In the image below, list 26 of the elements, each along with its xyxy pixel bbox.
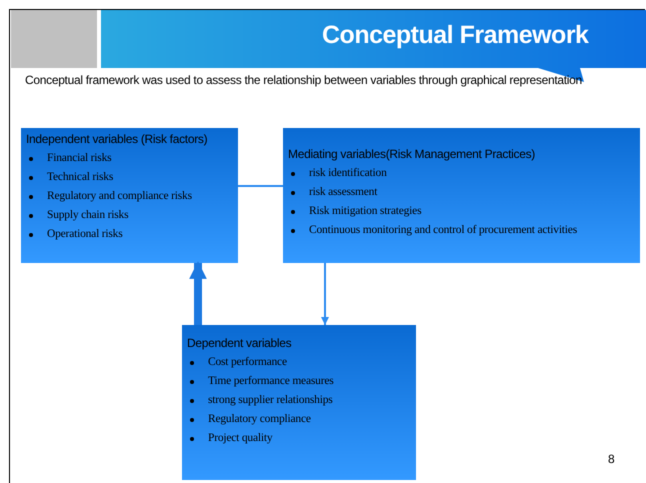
bullet-item: Technical risks bbox=[47, 171, 114, 183]
connector-line bbox=[238, 185, 283, 187]
box-heading: Mediating variables(Risk Management Practices) bbox=[288, 146, 536, 162]
bullet-item: Time performance measures bbox=[208, 375, 334, 387]
bullet-item: Supply chain risks bbox=[47, 209, 128, 221]
bullet-item: risk identification bbox=[309, 167, 387, 179]
bullet-item: Financial risks bbox=[47, 152, 112, 164]
variable-box bbox=[182, 325, 416, 480]
bullet-item: Regulatory compliance bbox=[208, 413, 311, 425]
slide-title: Conceptual Framework bbox=[322, 21, 588, 50]
variable-box bbox=[283, 128, 640, 263]
variable-box bbox=[21, 128, 238, 263]
bullet-item: strong supplier relationships bbox=[208, 394, 333, 406]
bullet-item: Regulatory and compliance risks bbox=[47, 190, 192, 202]
bullet-item: Project quality bbox=[208, 432, 272, 444]
bullet-item: Cost performance bbox=[208, 356, 287, 368]
bullet-item: Continuous monitoring and control of procurement activities bbox=[309, 224, 577, 236]
arrow bbox=[189, 261, 207, 325]
subtitle-text: Conceptual framework was used to assess the relationship between variables through graphical representation bbox=[25, 73, 582, 87]
arrow bbox=[321, 263, 329, 325]
bullet-item: Risk mitigation strategies bbox=[309, 205, 422, 217]
box-heading: Dependent variables bbox=[187, 335, 292, 351]
bullet-item: risk assessment bbox=[309, 186, 378, 198]
box-heading: Independent variables (Risk factors) bbox=[26, 131, 208, 147]
bullet-item: Operational risks bbox=[47, 228, 122, 240]
page-number: 8 bbox=[608, 452, 614, 466]
